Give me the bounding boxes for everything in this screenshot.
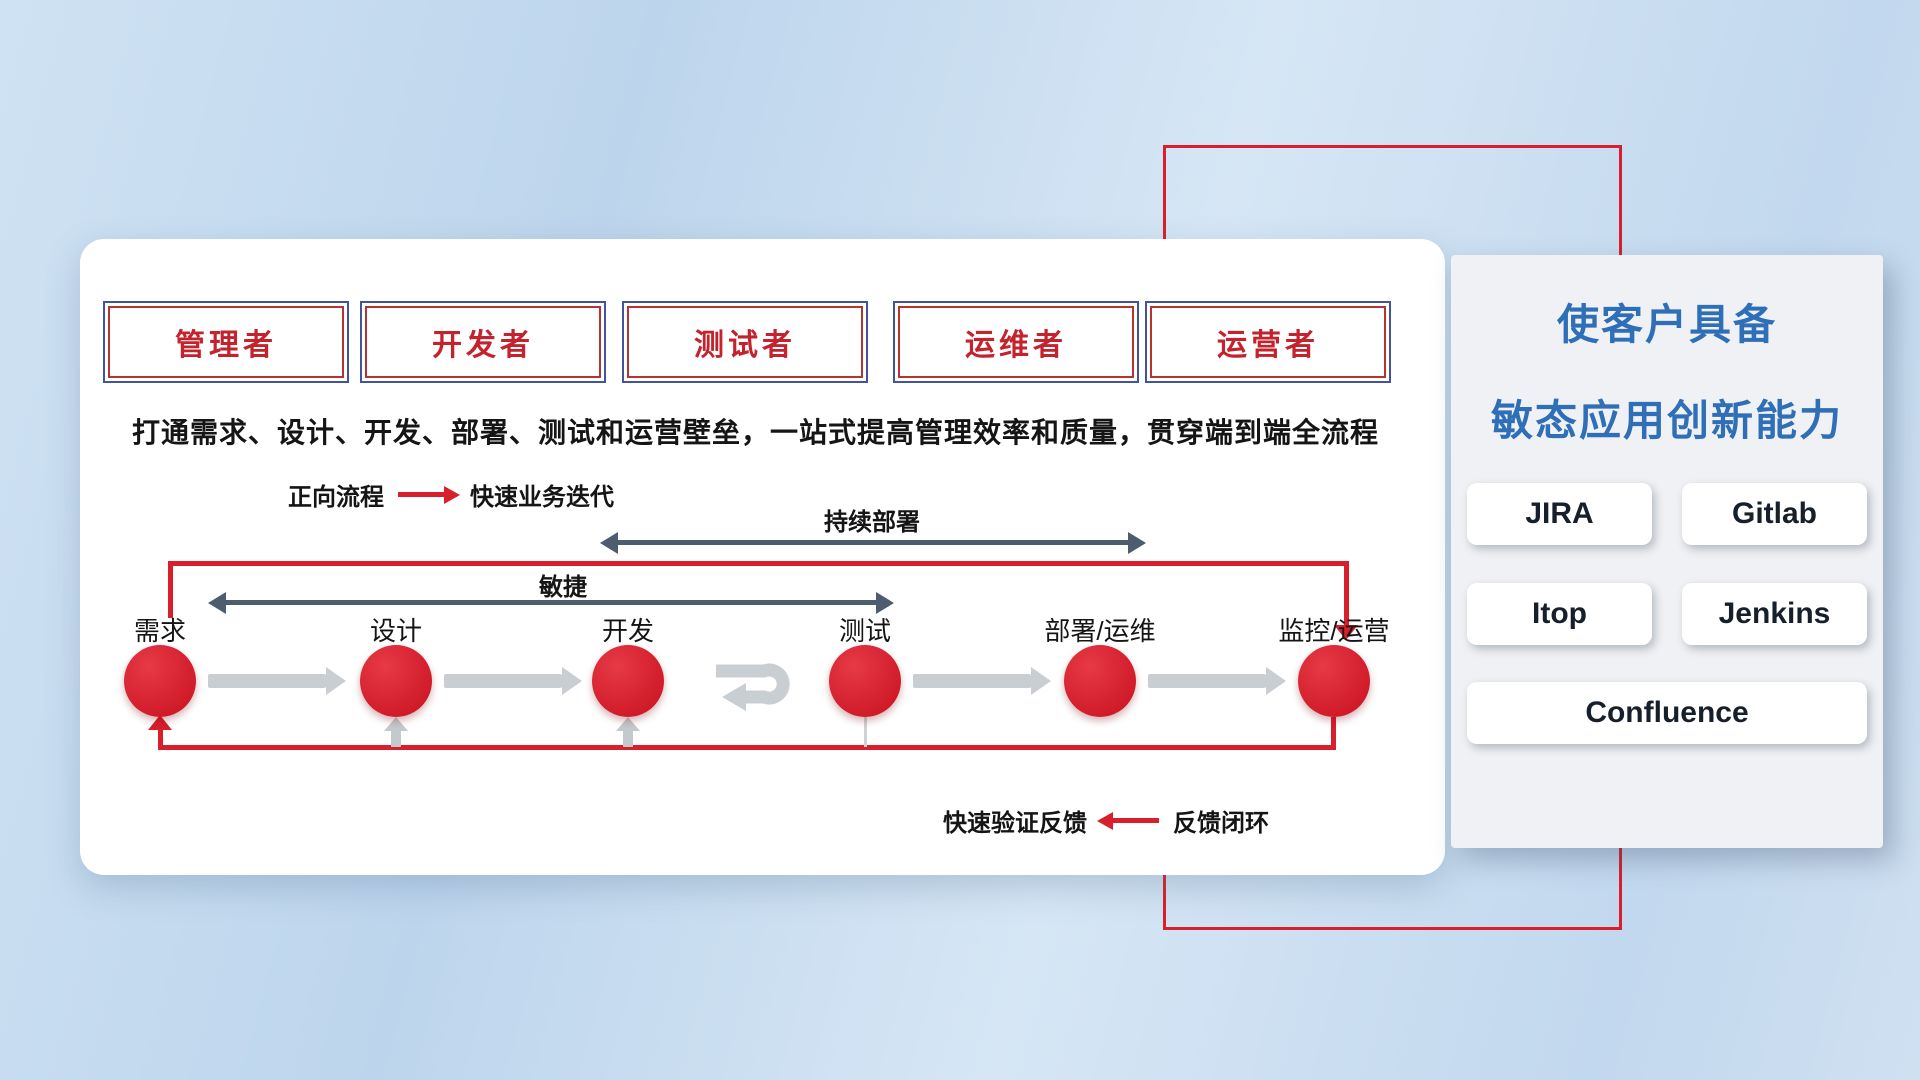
role-label: 管理者 [175,329,277,362]
tool-label: Jenkins [1718,597,1831,630]
iteration-loop-icon [716,663,790,711]
continuous-deployment-label: 持续部署 [824,509,920,536]
feedback-loop-right-line [1331,717,1336,747]
forward-loop-right-line [1344,561,1349,627]
forward-flow-legend: 正向流程 快速业务迭代 [288,477,614,512]
tool-label: JIRA [1525,497,1594,530]
workflow-description: 打通需求、设计、开发、部署、测试和运营壁垒，一站式提高管理效率和质量，贯穿端到端… [132,417,1380,448]
flow-arrow-icon [913,674,1031,688]
capability-title-line2: 敏态应用创新能力 [1490,397,1843,444]
feedback-up-bar [623,731,633,747]
node-label-requirement: 需求 [133,616,187,646]
node-label-monitor: 监控/运营 [1278,616,1390,646]
tool-button-confluence: Confluence [1467,682,1867,744]
role-box-developer: 开发者 [360,301,606,383]
tool-button-jenkins: Jenkins [1682,583,1867,645]
node-label-test: 测试 [838,616,892,646]
node-circle-deploy-ops [1064,645,1136,717]
tool-button-jira: JIRA [1467,483,1652,545]
tool-label: Confluence [1585,696,1749,729]
agile-arrow-icon [226,600,876,605]
forward-arrowhead-icon [1334,625,1358,640]
role-box-ops: 运维者 [893,301,1139,383]
tool-label: Itop [1532,597,1587,630]
capability-title-line1: 使客户具备 [1556,301,1777,348]
flow-arrow-icon [444,674,562,688]
node-circle-design [360,645,432,717]
feedback-legend: 快速验证反馈 反馈闭环 [943,803,1269,838]
role-label: 运维者 [965,329,1067,362]
flow-arrow-icon [208,674,326,688]
agile-label: 敏捷 [539,574,587,601]
feedback-arrow-icon [1113,818,1159,823]
forward-flow-caption: 快速业务迭代 [470,484,614,511]
capability-panel: 使客户具备 敏态应用创新能力 JIRA Gitlab Itop Jenkins … [1451,255,1883,848]
forward-arrow-icon [398,492,444,497]
node-label-design: 设计 [369,616,423,646]
node-circle-test [829,645,901,717]
node-circle-monitor [1298,645,1370,717]
role-box-tester: 测试者 [622,301,868,383]
node-circle-requirement [124,645,196,717]
node-circle-develop [592,645,664,717]
feedback-loop-left-line [158,729,163,747]
feedback-up-bar [391,731,401,747]
node-label-develop: 开发 [601,616,655,646]
forward-flow-label: 正向流程 [288,484,384,511]
tool-button-itop: Itop [1467,583,1652,645]
feedback-up-arrow-icon [384,717,408,731]
tool-button-gitlab: Gitlab [1682,483,1867,545]
role-label: 开发者 [432,329,534,362]
role-box-operator: 运营者 [1145,301,1391,383]
feedback-up-arrow-icon [616,717,640,731]
role-label: 运营者 [1217,329,1319,362]
workflow-panel: 管理者 开发者 测试者 运维者 运营者 打通需求、设计、开发、部署、测试和运营壁… [80,239,1445,875]
flow-arrow-icon [1148,674,1266,688]
role-box-manager: 管理者 [103,301,349,383]
forward-loop-left-line [168,561,173,618]
continuous-deployment-arrow-icon [618,540,1128,545]
feedback-arrowhead-icon [148,715,172,730]
feedback-label: 反馈闭环 [1173,810,1269,837]
node-label-deploy-ops: 部署/运维 [1044,616,1156,646]
tool-label: Gitlab [1731,497,1817,530]
feedback-caption: 快速验证反馈 [943,810,1087,837]
feedback-loop-bottom-line [158,745,1336,750]
role-label: 测试者 [694,329,796,362]
feedback-connector-line [864,717,867,747]
forward-loop-top-line [168,561,1349,566]
